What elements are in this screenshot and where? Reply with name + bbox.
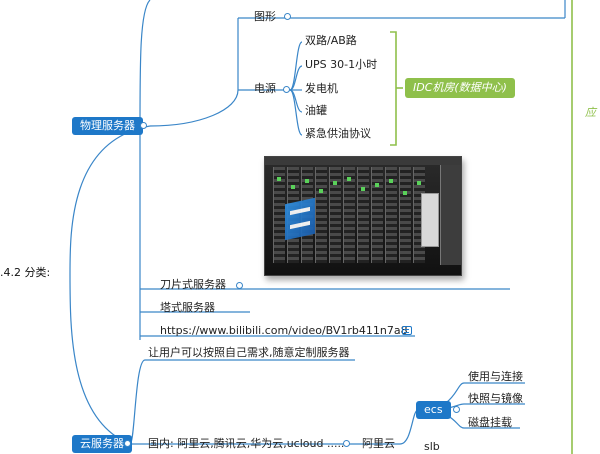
- blade-server-node[interactable]: 刀片式服务器: [160, 278, 226, 291]
- slb-node[interactable]: slb: [424, 440, 440, 453]
- collapse-toggle-icon[interactable]: [283, 86, 290, 93]
- power-item-generator[interactable]: 发电机: [305, 82, 338, 95]
- cloud-server-node[interactable]: 云服务器: [72, 435, 132, 453]
- ecs-node[interactable]: ecs: [416, 401, 451, 419]
- idc-summary-label[interactable]: IDC机房(数据中心): [405, 78, 515, 98]
- power-item-emergency-fuel[interactable]: 紧急供油协议: [305, 127, 371, 140]
- tower-server-node[interactable]: 塔式服务器: [160, 301, 215, 314]
- power-item-oil-tank[interactable]: 油罐: [305, 104, 327, 117]
- aliyun-node[interactable]: 阿里云: [362, 437, 395, 450]
- physical-server-node[interactable]: 物理服务器: [72, 117, 143, 135]
- power-item-dual-path[interactable]: 双路/AB路: [305, 34, 357, 47]
- ecs-item-snapshot[interactable]: 快照与镜像: [468, 392, 523, 405]
- ecs-item-usage[interactable]: 使用与连接: [468, 370, 523, 383]
- collapse-toggle-icon[interactable]: [453, 406, 460, 413]
- edge-label[interactable]: 应: [585, 106, 596, 119]
- ecs-item-disk-mount[interactable]: 磁盘挂载: [468, 416, 512, 429]
- power-item-ups[interactable]: UPS 30-1小时: [305, 58, 378, 71]
- domestic-providers-node[interactable]: 国内: 阿里云,腾讯云,华为云,ucloud .....: [148, 437, 345, 450]
- cloud-description-node[interactable]: 让用户可以按照自己需求,随意定制服务器: [148, 346, 350, 359]
- blade-server-image: [264, 156, 462, 276]
- root-node[interactable]: .4.2 分类:: [0, 266, 51, 279]
- collapse-toggle-icon[interactable]: [124, 440, 131, 447]
- graphics-node[interactable]: 图形: [254, 10, 276, 23]
- collapse-toggle-icon[interactable]: [343, 440, 350, 447]
- collapse-toggle-icon[interactable]: [140, 122, 147, 129]
- collapse-toggle-icon[interactable]: [284, 13, 291, 20]
- collapse-toggle-icon[interactable]: [236, 282, 243, 289]
- power-node[interactable]: 电源: [254, 82, 276, 95]
- watermark-logo-icon: [285, 197, 315, 241]
- bilibili-link-node[interactable]: https://www.bilibili.com/video/BV1rb411n…: [160, 324, 408, 337]
- hyperlink-icon[interactable]: [402, 326, 412, 335]
